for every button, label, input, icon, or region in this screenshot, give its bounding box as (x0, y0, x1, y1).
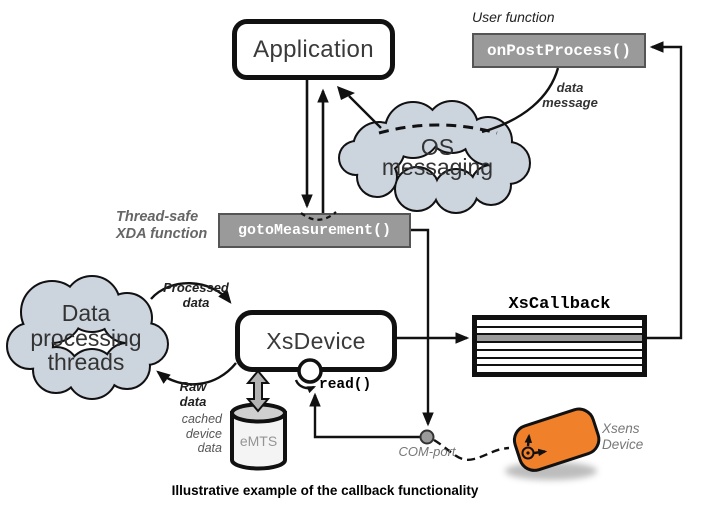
raw-line2: data (179, 394, 207, 409)
callback-row (477, 356, 642, 365)
user-function-label: User function (472, 9, 555, 25)
raw-line1: Raw (179, 379, 207, 394)
callback-row (477, 320, 642, 326)
thread-safe-line1: Thread-safe (116, 209, 199, 225)
data-message-line1: data (556, 80, 584, 95)
thread-safe-label: Thread-safe XDA function (116, 209, 218, 243)
xs-device-label: XsDevice (266, 327, 366, 354)
data-message-label: data message (528, 80, 612, 110)
raw-data-label: Raw data (158, 379, 228, 409)
data-cloud-line1: Data (61, 300, 111, 326)
cached-device-data-label: cached device data (158, 412, 222, 456)
os-messaging-label: OS messaging (360, 136, 515, 180)
emts-label: eMTS (239, 433, 278, 449)
cached-line3: data (197, 441, 222, 455)
xs-callback-box (472, 315, 647, 377)
os-line2: messaging (381, 154, 494, 180)
callback-row-active (477, 333, 642, 342)
read-label: read() (319, 377, 372, 393)
cached-line2: device (185, 426, 222, 441)
processed-line2: data (182, 295, 210, 310)
xsens-line2: Device (602, 437, 644, 452)
application-label: Application (253, 35, 374, 63)
data-cloud-label: Data processing threads (6, 301, 166, 375)
processed-data-label: Processed data (156, 280, 236, 310)
xsens-device-label: Xsens Device (602, 421, 662, 453)
data-cloud-line3: threads (47, 349, 125, 375)
callback-row (477, 325, 642, 334)
cached-line1: cached (181, 412, 222, 426)
callback-row (477, 364, 642, 373)
callback-row (477, 348, 642, 357)
callback-row (477, 341, 642, 349)
on-post-process-label: onPostProcess() (486, 41, 632, 60)
goto-measurement-label: gotoMeasurement() (237, 222, 392, 239)
com-port-label: COM-port (398, 444, 456, 459)
caption: Illustrative example of the callback fun… (171, 483, 479, 498)
on-post-process-box: onPostProcess() (472, 33, 646, 68)
data-message-line2: message (542, 95, 598, 110)
xs-callback-label: XsCallback (508, 295, 611, 314)
processed-line1: Processed (163, 280, 229, 295)
xsens-line1: Xsens (602, 421, 640, 436)
thread-safe-line2: XDA function (116, 226, 208, 242)
data-cloud-line2: processing (30, 324, 142, 351)
application-box: Application (232, 19, 395, 80)
